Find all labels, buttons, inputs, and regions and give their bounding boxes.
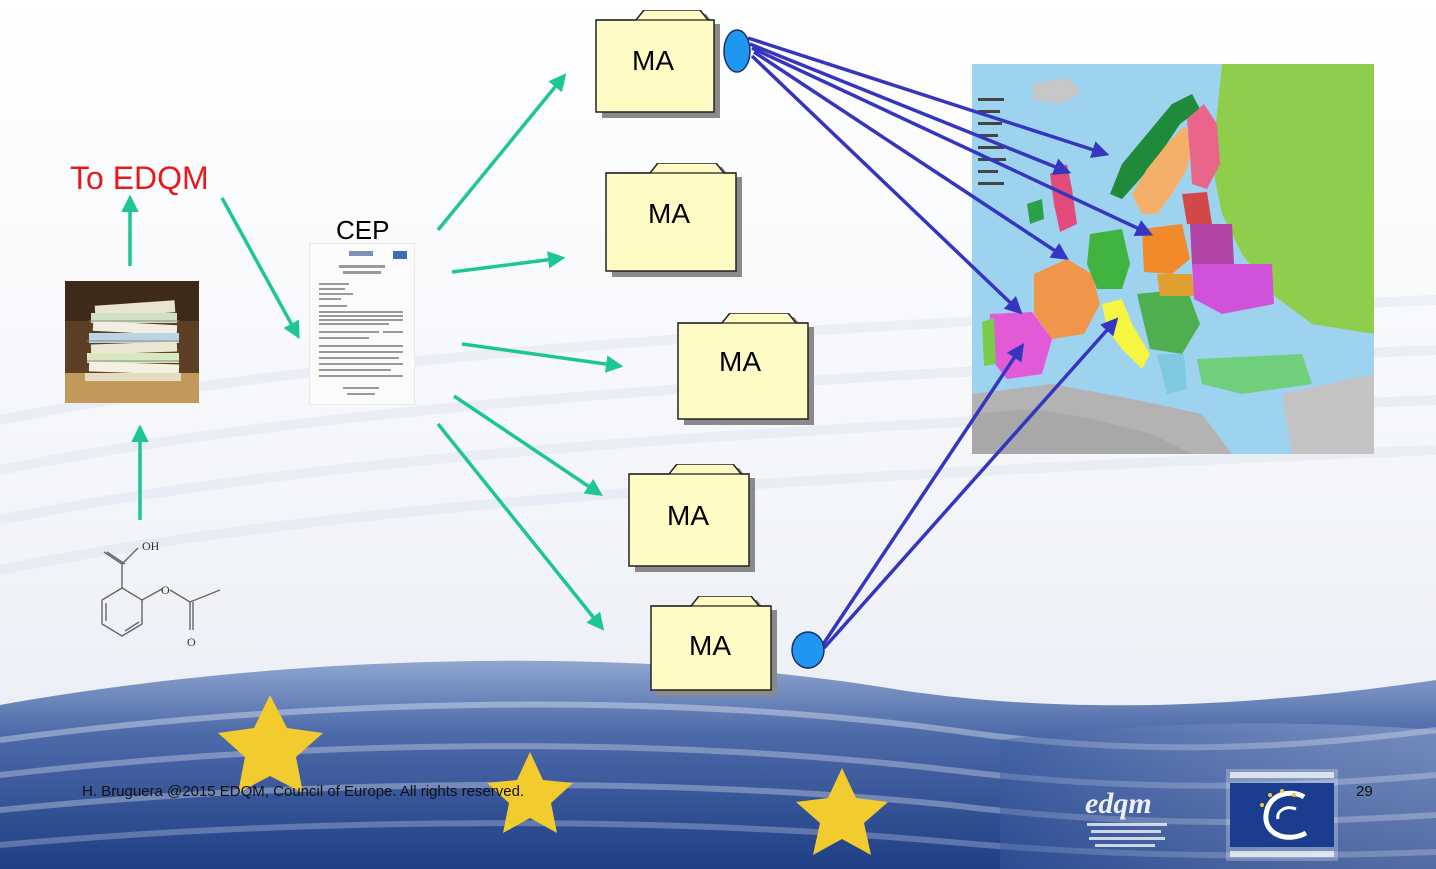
molecule-label-o-ring: O [161,583,170,597]
flag-star-1 [218,695,323,793]
to-edqm-label: To EDQM [70,160,209,196]
folder-ma-2 [605,163,742,277]
flag-star-2 [487,752,573,833]
flag-star-3 [796,768,888,855]
aspirin-structure-icon: OH O O [101,539,221,649]
svg-text:edqm: edqm [1085,787,1152,820]
council-of-europe-logo [1226,769,1338,861]
molecule-label-oh: OH [142,539,160,553]
folder-ma-4 [628,464,755,572]
folder-ma-5-label: MA [689,630,731,661]
page-number: 29 [1356,783,1373,800]
ellipse-top [723,29,751,73]
certificate-document-icon [309,243,415,405]
edqm-logo: edqm [1085,787,1167,847]
folder-ma-3-label: MA [719,346,761,377]
cep-label: CEP [336,215,390,245]
folder-ma-2-label: MA [648,198,690,229]
folder-ma-1-label: MA [632,45,674,76]
footer-copyright: H. Bruguera @2015 EDQM, Council of Europ… [82,783,525,800]
molecule-label-o-carbonyl: O [187,635,196,649]
folder-ma-3 [677,313,814,425]
ellipse-bottom [791,631,825,669]
folder-ma-5 [650,596,777,696]
europe-map [972,64,1374,454]
paper-stack-photo [65,281,199,403]
folder-ma-4-label: MA [667,500,709,531]
folder-ma-1 [595,10,720,118]
